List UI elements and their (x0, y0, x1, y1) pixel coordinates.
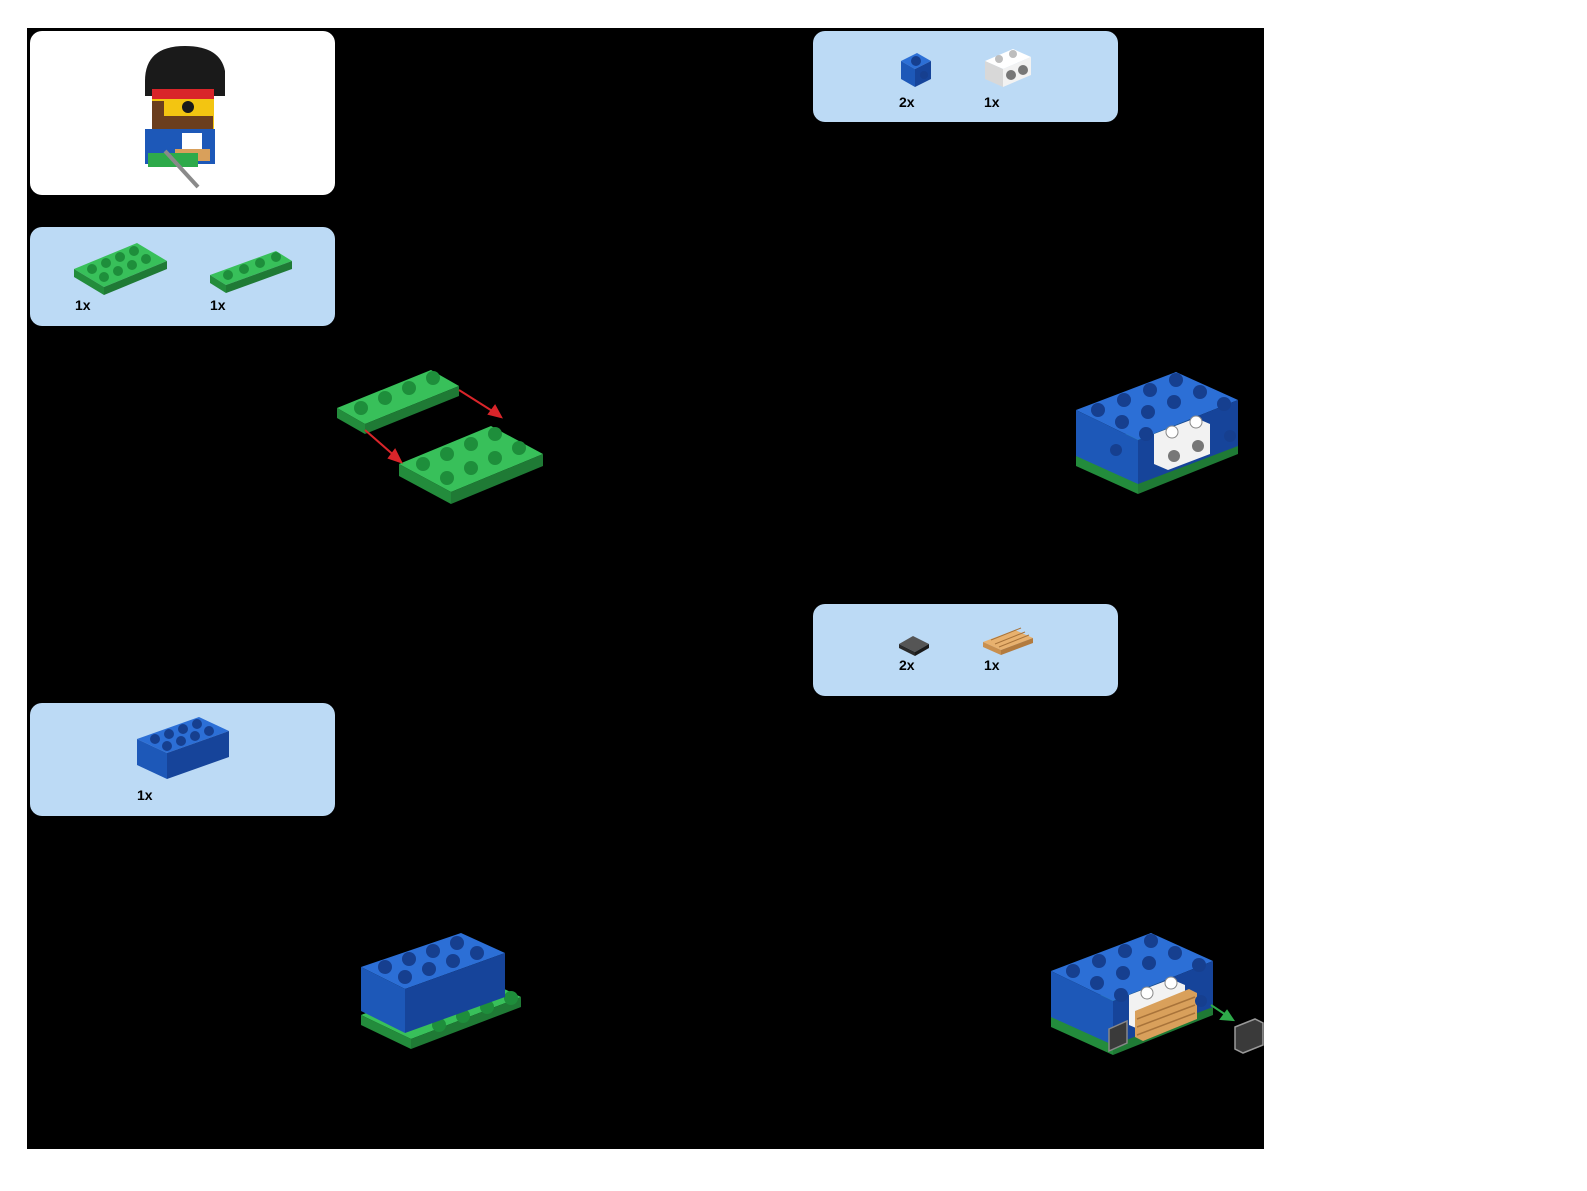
green-plate-2x4-icon (74, 243, 167, 295)
step2-assembly (361, 933, 521, 1049)
qty-label: 1x (984, 94, 1000, 110)
white-brick-1x2-studs-icon (985, 49, 1031, 87)
step1-assembly (337, 370, 543, 504)
parts-list-step2: 1x (30, 703, 335, 816)
blue-brick-2x4-icon (137, 717, 229, 779)
qty-label: 2x (899, 657, 915, 673)
dark-tile-1x1-icon (899, 636, 929, 656)
model-preview-box (30, 31, 335, 195)
qty-label: 1x (75, 297, 91, 313)
tan-plank-tile-icon (983, 627, 1033, 655)
pirate-brickheadz-icon (145, 46, 225, 189)
qty-label: 1x (984, 657, 1000, 673)
qty-label: 1x (210, 297, 226, 313)
parts-list-step1: 1x 1x (30, 227, 335, 326)
step3-assembly (1076, 372, 1238, 494)
qty-label: 1x (137, 787, 153, 803)
parts-list-step4: 2x 1x (813, 604, 1118, 696)
step4-assembly (1051, 933, 1264, 1055)
green-plate-1x4-icon (210, 251, 292, 293)
blue-brick-1x1-stud-icon (901, 53, 931, 87)
parts-list-step3: 2x 1x (813, 31, 1118, 122)
qty-label: 2x (899, 94, 915, 110)
instruction-page: 1x 1x (27, 28, 1264, 1149)
